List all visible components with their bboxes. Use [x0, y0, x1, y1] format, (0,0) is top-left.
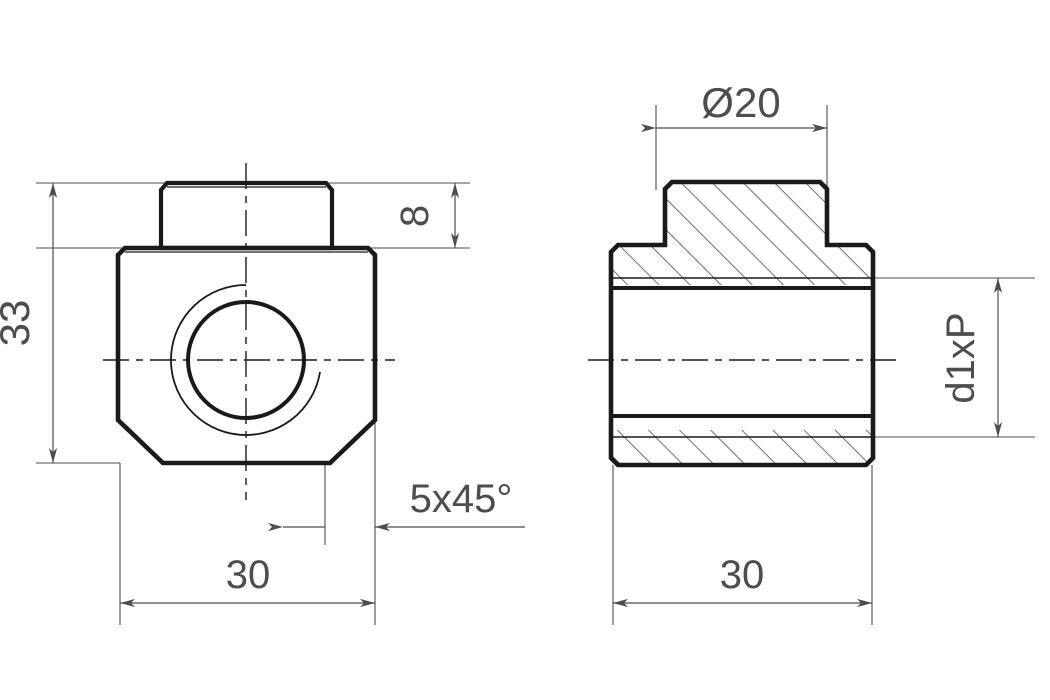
side-view-hatching — [611, 182, 873, 465]
front-body-outline — [115, 245, 378, 466]
dimension-text-30-side: 30 — [720, 553, 765, 597]
front-view-centerlines — [103, 163, 395, 500]
dimension-text-d20: Ø20 — [701, 79, 780, 126]
side-outer-profile — [608, 179, 876, 468]
side-view-dimensions — [612, 105, 1035, 625]
thread-major-arc — [170, 284, 321, 436]
dimension-text-8: 8 — [393, 205, 437, 227]
dimension-text-chamfer: 5x45° — [410, 477, 513, 521]
dimension-text-33: 33 — [0, 300, 38, 347]
hatch-upper — [611, 182, 873, 285]
side-view-geometry — [608, 179, 876, 468]
dimension-text-30-front: 30 — [226, 553, 271, 597]
dimension-text-d1xp: d1xP — [939, 312, 983, 403]
hatch-lower — [611, 430, 873, 465]
front-view-dimensions — [36, 182, 525, 625]
